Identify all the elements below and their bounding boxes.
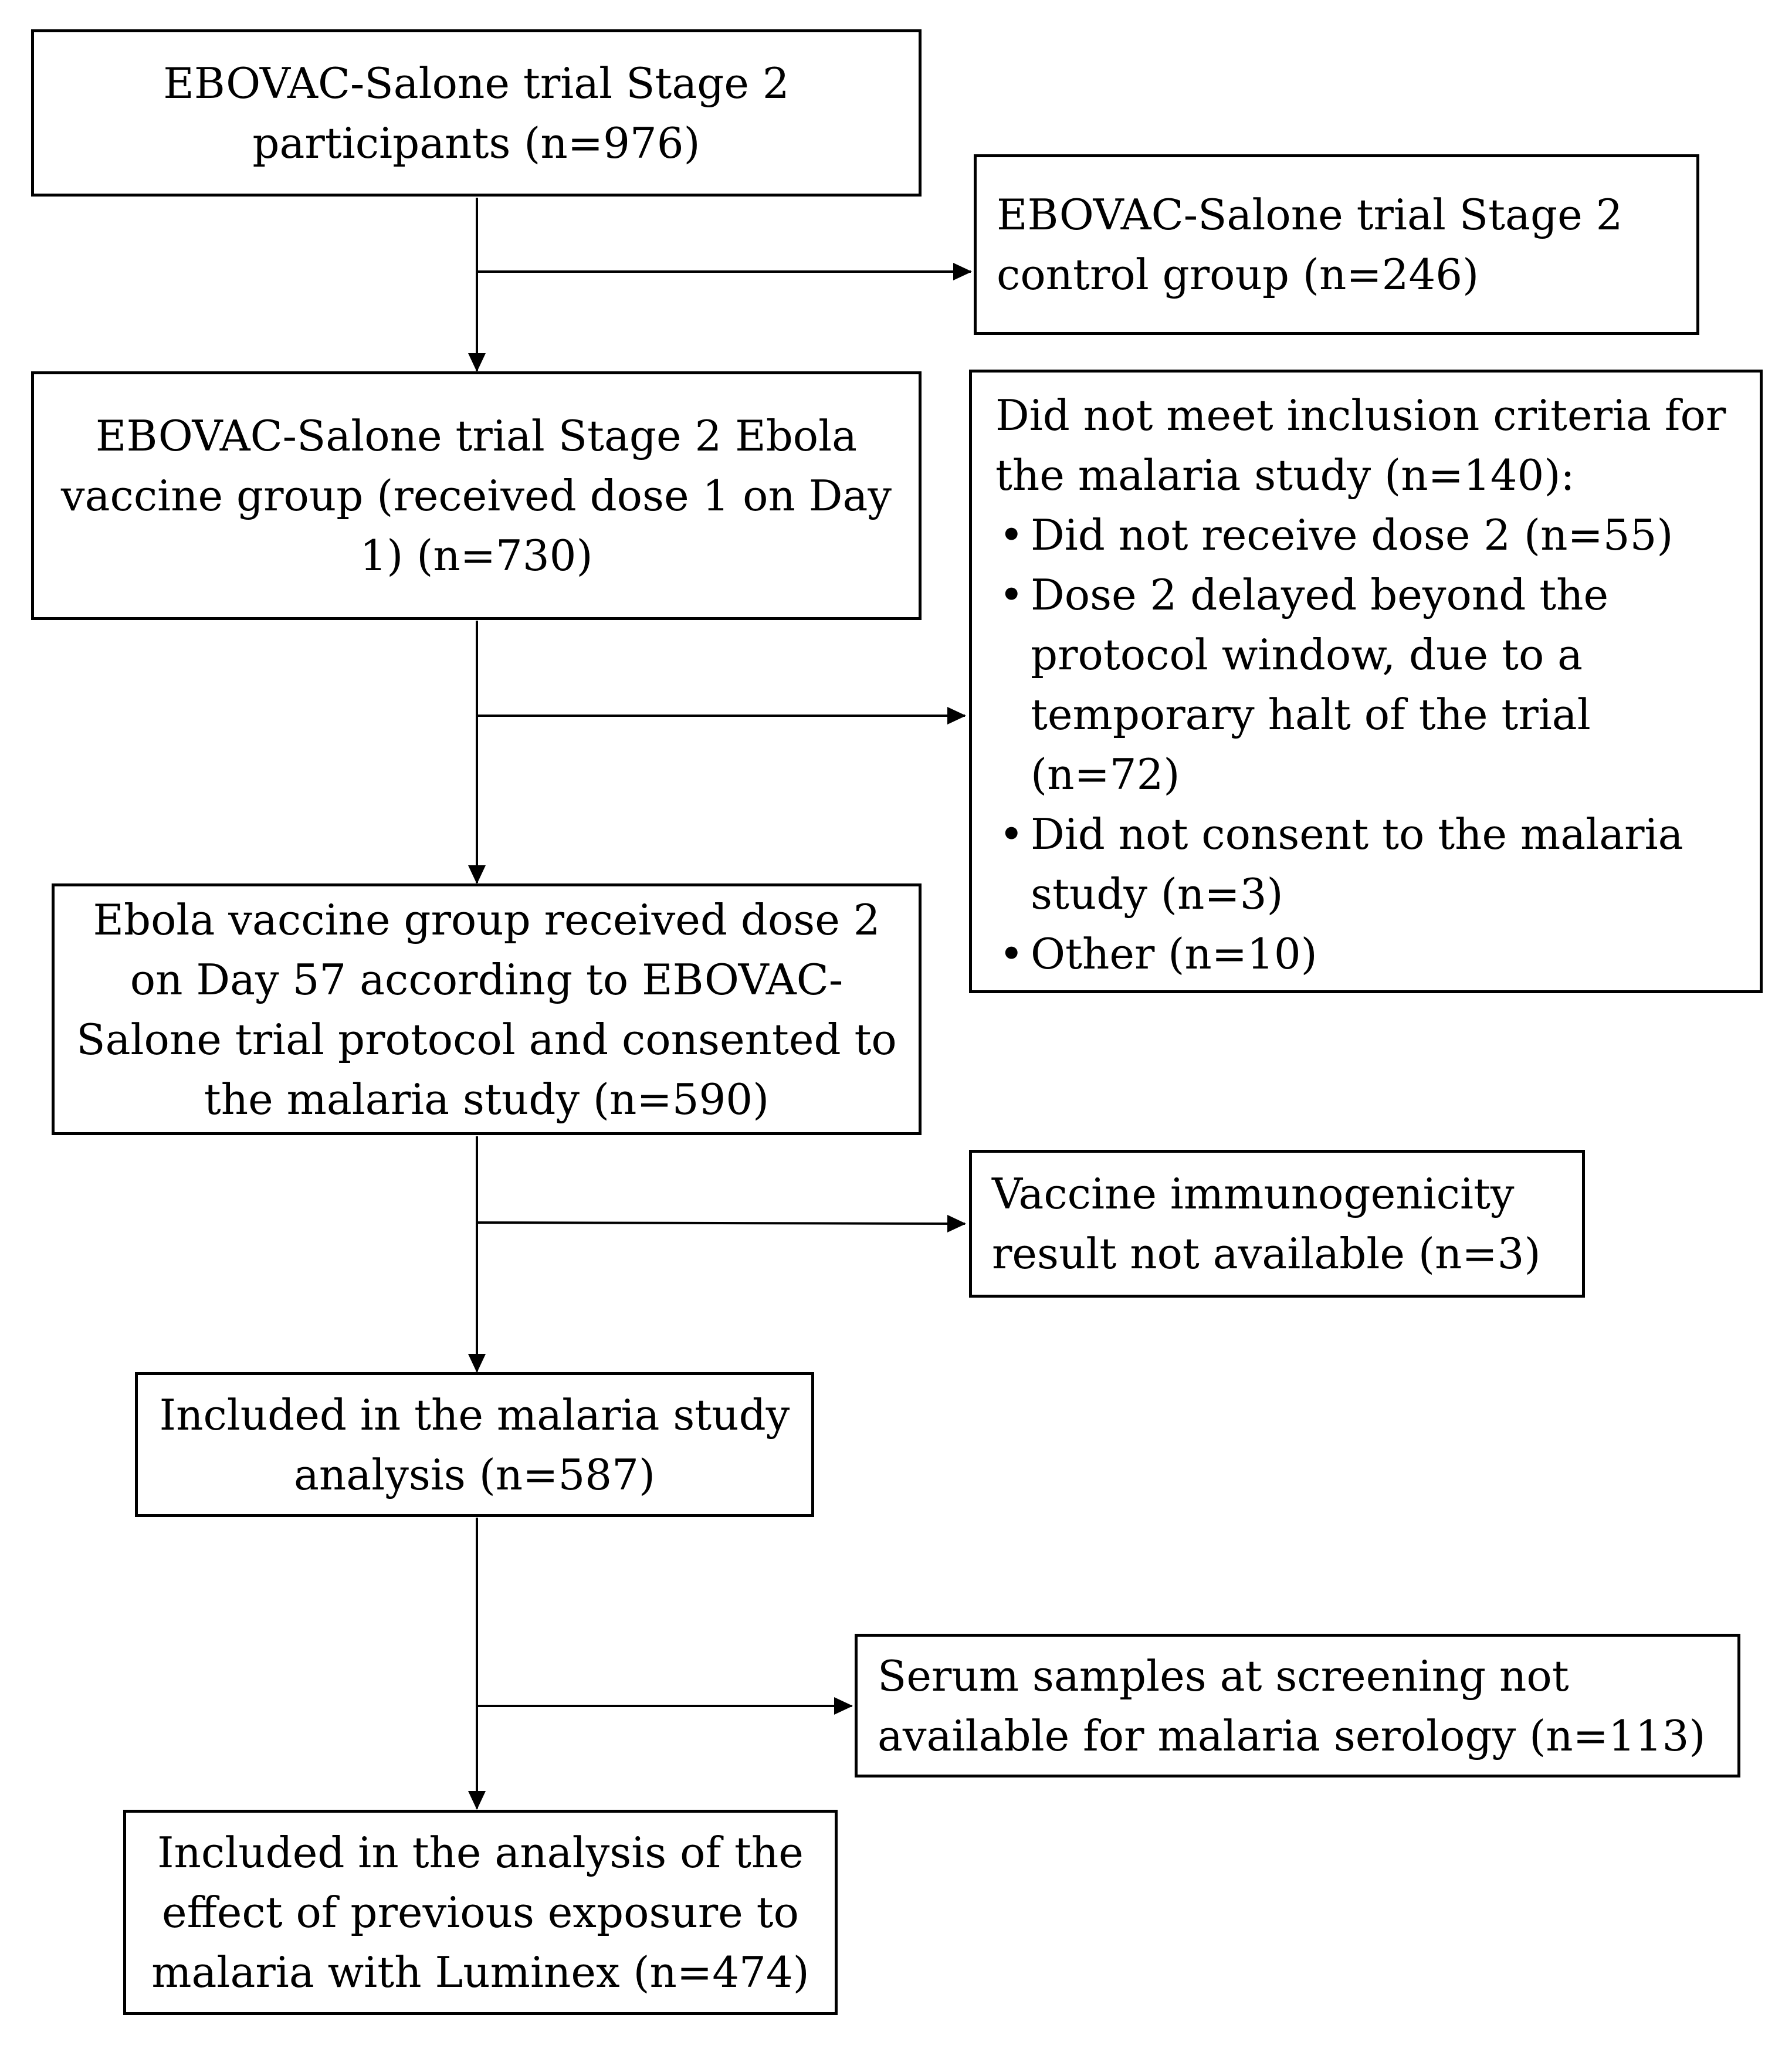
included-malaria-text: Included in the malaria study analysis (… [159, 1390, 790, 1499]
included-malaria-box: Included in the malaria study analysis (… [135, 1372, 814, 1517]
exclusion-list: Did not receive dose 2 (n=55) Dose 2 del… [995, 505, 1736, 984]
immunogenicity-na-box: Vaccine immunogenicity result not availa… [969, 1150, 1585, 1298]
exclusion-heading: Did not meet inclusion criteria for the … [995, 391, 1726, 500]
control-group-box: EBOVAC-Salone trial Stage 2 control grou… [974, 154, 1699, 335]
participants-box: EBOVAC-Salone trial Stage 2 participants… [31, 29, 922, 197]
control-group-text: EBOVAC-Salone trial Stage 2 control grou… [997, 190, 1623, 299]
exclusion-item: Dose 2 delayed beyond the protocol windo… [995, 565, 1736, 804]
dose2-box: Ebola vaccine group received dose 2 on D… [52, 883, 922, 1135]
exclusion-item: Other (n=10) [995, 924, 1736, 984]
serum-na-text: Serum samples at screening not available… [878, 1651, 1706, 1760]
arrow-to-immuno-na [476, 1214, 966, 1233]
participants-text: EBOVAC-Salone trial Stage 2 participants… [163, 58, 790, 168]
dose2-text: Ebola vaccine group received dose 2 on D… [76, 895, 897, 1124]
vaccine-group-text: EBOVAC-Salone trial Stage 2 Ebola vaccin… [60, 411, 892, 580]
exclusion-box: Did not meet inclusion criteria for the … [969, 370, 1763, 993]
exclusion-item: Did not consent to the malaria study (n=… [995, 804, 1736, 924]
included-luminex-text: Included in the analysis of the effect o… [151, 1828, 809, 1997]
serum-na-box: Serum samples at screening not available… [855, 1634, 1740, 1777]
vaccine-group-box: EBOVAC-Salone trial Stage 2 Ebola vaccin… [31, 371, 922, 620]
immunogenicity-na-text: Vaccine immunogenicity result not availa… [992, 1169, 1541, 1278]
included-luminex-box: Included in the analysis of the effect o… [123, 1810, 838, 2015]
exclusion-item: Did not receive dose 2 (n=55) [995, 505, 1736, 565]
